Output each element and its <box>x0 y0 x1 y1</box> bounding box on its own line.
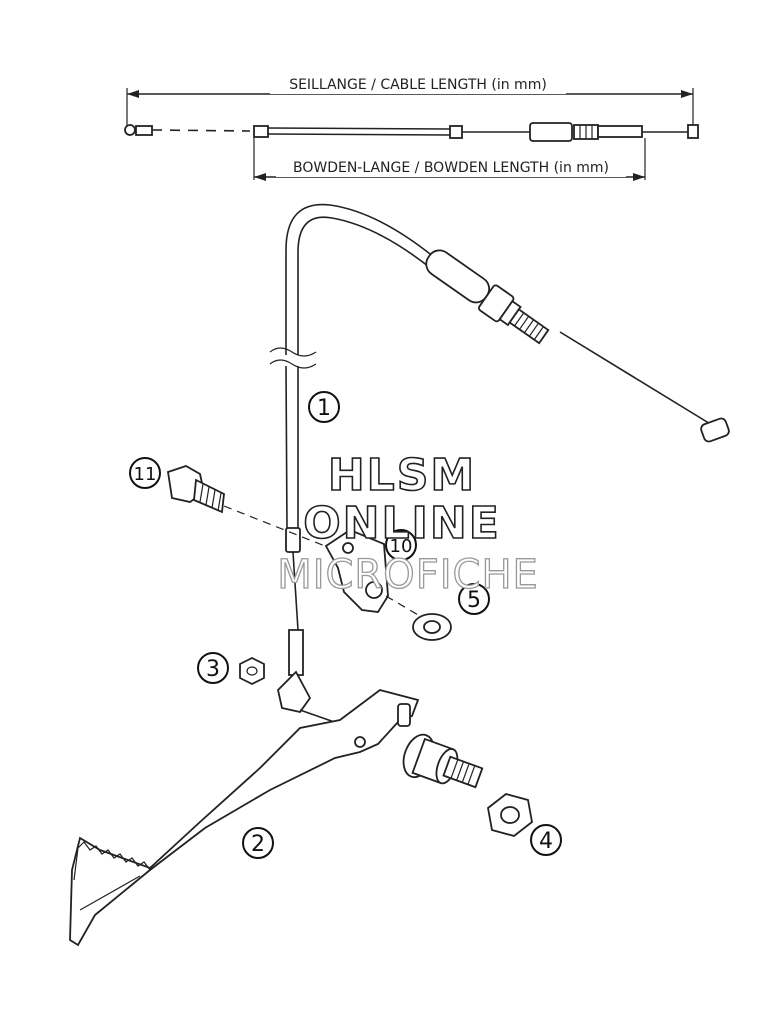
hex-nut-small <box>239 656 265 686</box>
watermark-line-3: MICROFICHE <box>277 552 539 598</box>
watermark-line-2: ONLINE <box>303 498 501 549</box>
cable-length-label: SEILLANGE / CABLE LENGTH (in mm) <box>289 77 547 93</box>
callout-1: 1 <box>308 391 340 423</box>
callout-number: 1 <box>317 396 331 421</box>
watermark-line-1: HLSM <box>328 450 476 501</box>
hex-nut-large <box>487 793 533 837</box>
cable-length-schematic: SEILLANGE / CABLE LENGTH (in mm) BOWDEN-… <box>124 74 699 181</box>
callout-5: 5 <box>458 583 490 615</box>
callout-number: 2 <box>251 832 265 857</box>
callout-number: 11 <box>134 464 157 485</box>
callout-10: 10 <box>385 529 417 561</box>
brake-pedal <box>69 670 484 947</box>
callout-2: 2 <box>242 827 274 859</box>
callout-number: 4 <box>539 829 553 854</box>
brake-cable <box>269 203 730 676</box>
arrow-right-icon <box>681 90 693 98</box>
callout-number: 10 <box>390 536 413 557</box>
callout-3: 3 <box>197 652 229 684</box>
cable-eye-end <box>124 124 136 136</box>
callout-4: 4 <box>530 824 562 856</box>
bolt <box>166 465 331 549</box>
callout-number: 5 <box>467 588 481 613</box>
arrow-left-icon <box>127 90 139 98</box>
callout-11: 11 <box>129 457 161 489</box>
lock-washer <box>412 613 452 641</box>
watermark: HLSM ONLINE MICROFICHE <box>277 449 539 598</box>
callout-number: 3 <box>206 657 220 682</box>
bowden-length-label: BOWDEN-LANGE / BOWDEN LENGTH (in mm) <box>293 160 609 176</box>
